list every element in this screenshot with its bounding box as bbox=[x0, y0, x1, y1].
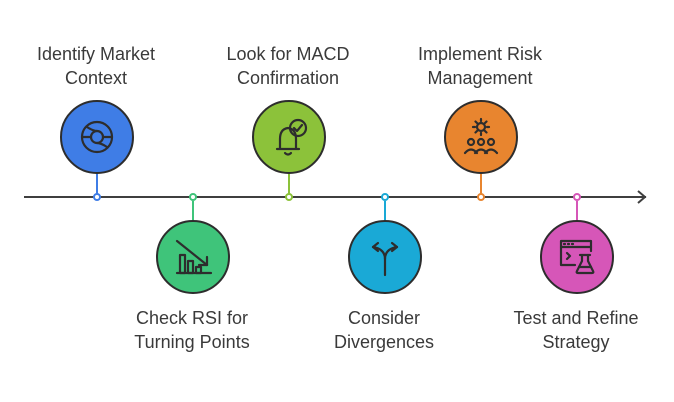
step-label: Check RSI for Turning Points bbox=[107, 306, 277, 354]
step-marker-dot bbox=[573, 193, 581, 201]
step-marker-dot bbox=[189, 193, 197, 201]
step-label-line1: Test and Refine bbox=[513, 308, 639, 328]
step-label-line2: Turning Points bbox=[134, 332, 250, 352]
step-connector bbox=[96, 174, 98, 194]
step-label: Identify Market Context bbox=[11, 42, 181, 90]
step-icon-circle bbox=[540, 220, 614, 294]
step-label: Look for MACD Confirmation bbox=[203, 42, 373, 90]
step-connector bbox=[384, 201, 386, 221]
step-icon-circle bbox=[444, 100, 518, 174]
step-connector bbox=[480, 174, 482, 194]
step-icon-circle bbox=[60, 100, 134, 174]
step-label-line2: Management bbox=[427, 68, 533, 88]
step-icon-circle bbox=[252, 100, 326, 174]
timeline-arrow-icon bbox=[637, 190, 647, 204]
bell-check-icon bbox=[275, 118, 308, 156]
step-connector bbox=[192, 201, 194, 221]
split-arrows-icon bbox=[371, 241, 399, 277]
step-marker-dot bbox=[93, 193, 101, 201]
step-marker-dot bbox=[477, 193, 485, 201]
step-marker-dot bbox=[285, 193, 293, 201]
step-icon-circle bbox=[348, 220, 422, 294]
flask-browser-icon bbox=[559, 239, 595, 275]
step-label-line2: Context bbox=[64, 68, 128, 88]
step-marker-dot bbox=[381, 193, 389, 201]
step-connector bbox=[576, 201, 578, 221]
timeline-axis bbox=[24, 196, 646, 198]
step-label: Consider Divergences bbox=[299, 306, 469, 354]
step-label-line1: Implement Risk bbox=[417, 44, 543, 64]
step-label-line1: Look for MACD bbox=[226, 44, 350, 64]
step-label: Test and Refine Strategy bbox=[491, 306, 661, 354]
step-label-line1: Check RSI for bbox=[135, 308, 249, 328]
gear-team-icon bbox=[463, 117, 499, 155]
step-label-line1: Identify Market bbox=[36, 44, 156, 64]
declining-chart-icon bbox=[175, 239, 213, 275]
step-icon-circle bbox=[156, 220, 230, 294]
step-label-line2: Divergences bbox=[333, 332, 435, 352]
step-connector bbox=[288, 174, 290, 194]
step-label-line2: Confirmation bbox=[236, 68, 340, 88]
step-label-line2: Strategy bbox=[542, 332, 610, 352]
step-label-line1: Consider bbox=[347, 308, 421, 328]
target-globe-icon bbox=[80, 120, 114, 154]
step-label: Implement Risk Management bbox=[395, 42, 565, 90]
